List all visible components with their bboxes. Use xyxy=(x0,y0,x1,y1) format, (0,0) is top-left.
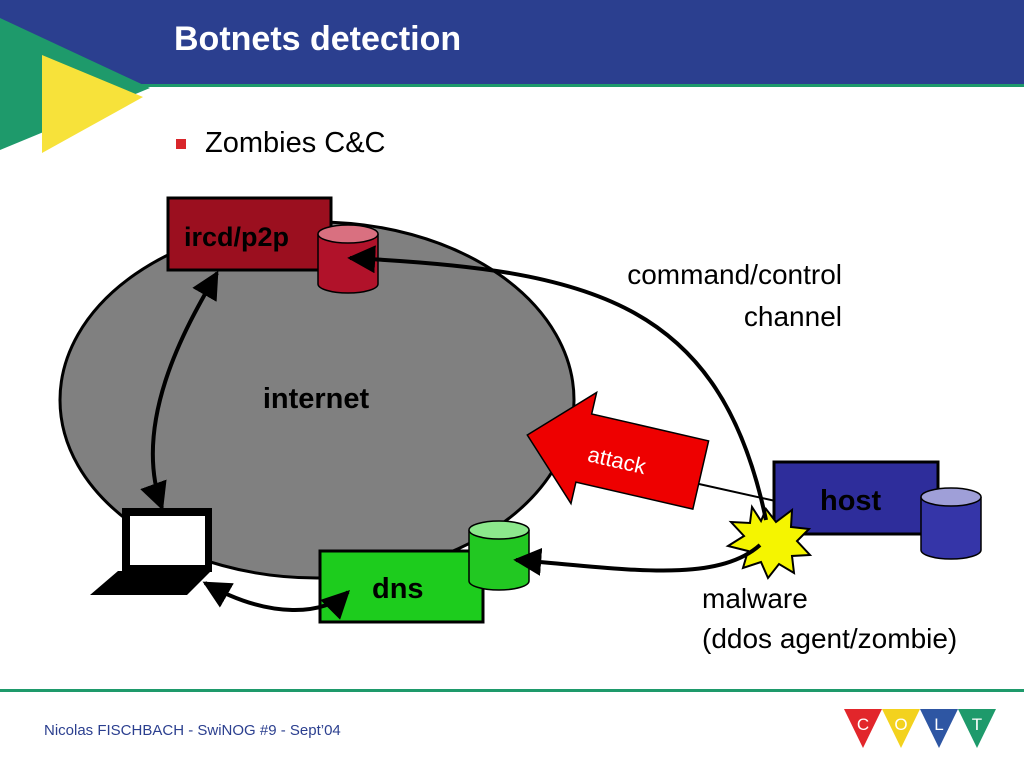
laptop-dns-arrow xyxy=(202,581,350,620)
bullet-text: Zombies C&C xyxy=(205,127,386,159)
host-database-icon xyxy=(920,487,982,560)
attack-link xyxy=(689,481,781,503)
malware-burst-icon xyxy=(725,504,813,580)
attack-arrow: attack xyxy=(526,390,710,511)
malware-label-line2: (ddos agent/zombie) xyxy=(702,623,957,654)
logo-letter-t: T xyxy=(972,715,982,734)
dns-malware-arrow xyxy=(513,543,762,576)
dns-label: dns xyxy=(372,573,424,605)
colt-logo: C O L T xyxy=(844,709,996,748)
footer-divider xyxy=(0,689,1024,692)
ircd-box xyxy=(166,196,333,272)
host-label: host xyxy=(820,485,882,517)
title-bar xyxy=(0,0,1024,84)
logo-letter-c: C xyxy=(857,715,869,734)
laptop-icon xyxy=(90,508,212,595)
cc-arrow xyxy=(347,245,768,521)
logo-letter-o: O xyxy=(894,715,907,734)
laptop-ircd-arrow xyxy=(140,270,219,511)
internet-label: internet xyxy=(263,383,370,415)
logo-letter-l: L xyxy=(934,715,943,734)
footer-text: Nicolas FISCHBACH - SwiNOG #9 - Sept’04 xyxy=(44,722,341,739)
slide-title: Botnets detection xyxy=(174,20,462,58)
cc-label-line1: command/control xyxy=(627,259,842,290)
ircd-label: ircd/p2p xyxy=(184,222,289,252)
corner-triangles-icon xyxy=(0,18,150,153)
cc-label-line2: channel xyxy=(744,301,842,332)
title-divider xyxy=(0,84,1024,87)
malware-label-line1: malware xyxy=(702,583,808,614)
dns-database-icon xyxy=(468,520,530,591)
bullet-marker xyxy=(176,139,186,149)
